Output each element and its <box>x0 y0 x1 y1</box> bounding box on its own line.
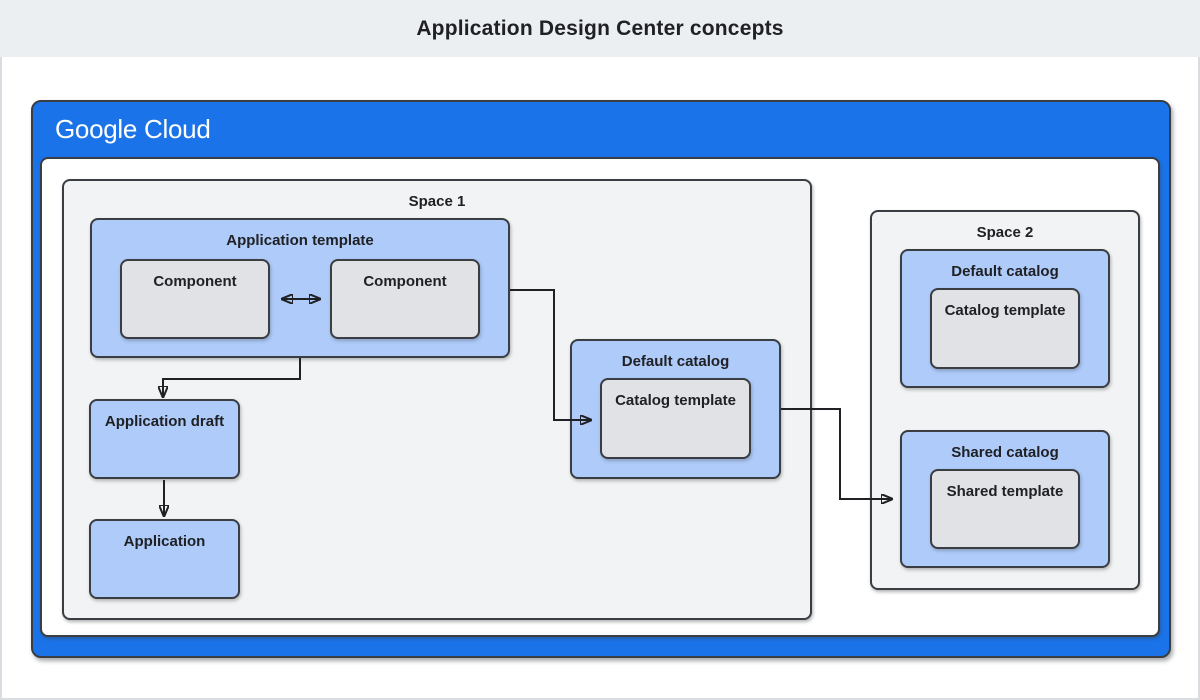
catalog-template-box-space2: Catalog template <box>930 288 1080 369</box>
application-draft-box: Application draft <box>89 399 240 479</box>
space-2-label: Space 2 <box>976 224 1034 241</box>
google-logo-text: Google <box>55 114 138 144</box>
cloud-logo-text: Cloud <box>144 114 211 144</box>
default-catalog-space2-label: Default catalog <box>951 263 1059 280</box>
component-2-label: Component <box>363 273 447 290</box>
catalog-template-box-space1: Catalog template <box>600 378 751 459</box>
catalog-template-space1-label: Catalog template <box>615 392 736 409</box>
default-catalog-box-space2: Default catalog Catalog template <box>900 249 1110 388</box>
application-template-box: Application template Component Component <box>90 218 510 358</box>
catalog-template-space2-label: Catalog template <box>944 302 1066 319</box>
page-header: Application Design Center concepts <box>0 0 1200 57</box>
shared-catalog-label: Shared catalog <box>951 444 1059 461</box>
component-1-label: Component <box>153 273 237 290</box>
application-template-label: Application template <box>226 232 374 249</box>
space-1-box: Space 1 Application template Component C… <box>62 179 812 620</box>
shared-catalog-box: Shared catalog Shared template <box>900 430 1110 568</box>
space-2-box: Space 2 Default catalog Catalog template… <box>870 210 1140 590</box>
shared-template-label: Shared template <box>946 483 1064 500</box>
default-catalog-box-space1: Default catalog Catalog template <box>570 339 781 479</box>
application-draft-label: Application draft <box>104 413 225 430</box>
google-cloud-logo: Google Cloud <box>55 102 211 157</box>
application-box: Application <box>89 519 240 599</box>
page-title: Application Design Center concepts <box>416 16 784 40</box>
google-cloud-frame: Google Cloud Space 1 Application templat… <box>31 100 1171 658</box>
space-1-label: Space 1 <box>408 193 466 210</box>
project-canvas: Space 1 Application template Component C… <box>40 157 1160 637</box>
component-box-2: Component <box>330 259 480 339</box>
shared-template-box: Shared template <box>930 469 1080 549</box>
default-catalog-space1-label: Default catalog <box>621 353 730 370</box>
application-label: Application <box>123 533 206 550</box>
component-box-1: Component <box>120 259 270 339</box>
